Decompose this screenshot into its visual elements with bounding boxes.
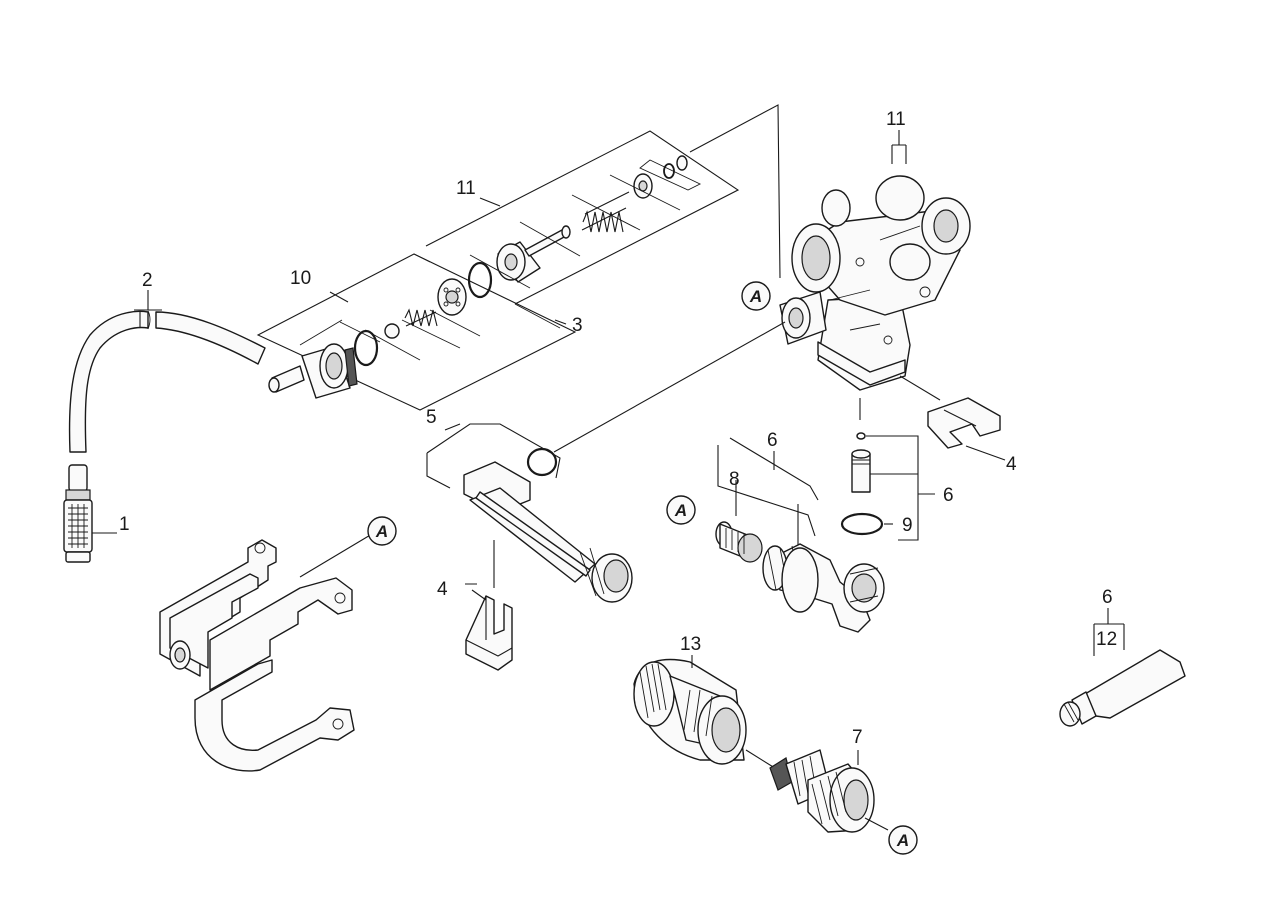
leader-lines: [134, 290, 775, 488]
pump-head-part: [779, 130, 971, 391]
connector-a-inlet: A: [666, 495, 696, 525]
label-11-right: 11: [886, 109, 906, 130]
svg-text:A: A: [674, 501, 687, 520]
label-8: 8: [729, 469, 740, 490]
bracket-part: [159, 533, 373, 772]
svg-text:A: A: [896, 831, 909, 850]
label-6-right: 6: [943, 485, 954, 506]
svg-text:A: A: [375, 522, 388, 541]
inlet-valve-part: [256, 253, 577, 411]
quick-coupling-part: [633, 655, 747, 765]
label-10: 10: [290, 268, 311, 289]
inlet-fitting-part: [715, 437, 885, 633]
connector-a-bracket: A: [367, 516, 397, 546]
grease-tube-part: [1059, 608, 1186, 727]
label-2: 2: [142, 270, 153, 291]
label-12: 12: [1096, 629, 1117, 650]
label-7: 7: [852, 727, 863, 748]
clip-right-part: [899, 375, 1006, 461]
bypass-tube-part: [426, 321, 786, 603]
outlet-valve-part: [425, 104, 781, 329]
part-labels: 1 2 3 4 4 5 6 6 6 7 8 9 10 11 11 12 13: [119, 109, 1117, 748]
filter-part: [63, 464, 117, 563]
label-4-left: 4: [437, 579, 448, 600]
label-13: 13: [680, 634, 701, 655]
svg-text:A: A: [749, 287, 762, 306]
connector-markers: A A A A: [367, 281, 918, 855]
hose-coupling-part: [745, 749, 889, 833]
label-5: 5: [426, 407, 437, 428]
hose-part: [68, 310, 266, 453]
connector-a-coupling: A: [888, 825, 918, 855]
check-valve-part: [840, 398, 935, 541]
label-4-right: 4: [1006, 454, 1017, 475]
label-6-top: 6: [767, 430, 778, 451]
label-1: 1: [119, 514, 130, 535]
clip-left-part: [465, 583, 513, 671]
label-11-left: 11: [456, 178, 476, 199]
label-9: 9: [902, 515, 913, 536]
label-3: 3: [572, 315, 583, 336]
label-6-tube: 6: [1102, 587, 1113, 608]
connector-a-pump: A: [741, 281, 771, 311]
